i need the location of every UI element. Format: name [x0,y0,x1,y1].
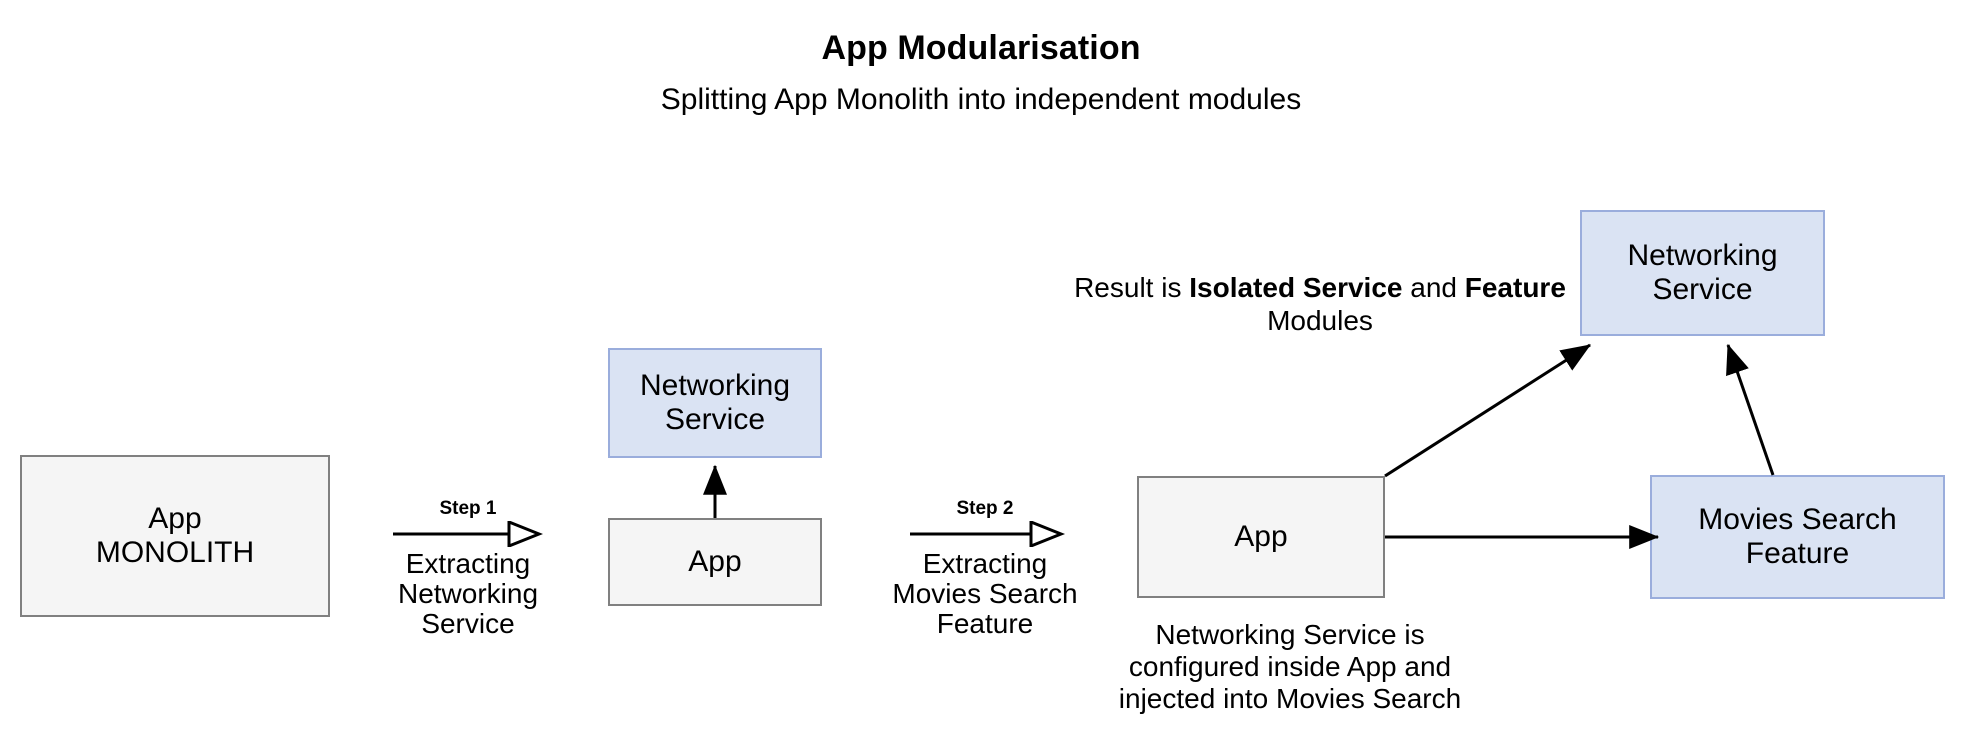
step-1-caption: Extracting Networking Service [397,548,539,639]
step-2-label: Step 2 [956,498,1014,519]
node-networking-service-right[interactable]: Networking Service [1580,210,1825,336]
node-movies-search-feature-label: Movies Search Feature [1698,503,1897,570]
node-app-mid[interactable]: App [608,518,822,606]
note-annotation: Networking Service is configured inside … [1118,619,1462,714]
node-networking-service-mid-label: Networking Service [639,369,791,436]
node-app-right-label: App [1234,520,1288,553]
step-1-group: Step 1 Extracting Networking Service [393,498,543,639]
node-app-right[interactable]: App [1137,476,1385,598]
node-app-monolith-label: App MONOLITH [95,502,255,569]
node-networking-service-mid[interactable]: Networking Service [608,348,822,458]
result-prefix: Result is [1074,272,1190,303]
step-2-arrow-icon [910,521,1066,547]
result-suffix: Modules [1267,305,1373,336]
connector-app-right-to-networking-right [1384,343,1592,478]
node-app-monolith[interactable]: App MONOLITH [20,455,330,617]
step-2-caption: Extracting Movies Search Feature [892,548,1078,639]
step-1-label: Step 1 [439,498,497,519]
result-bold-feature: Feature [1464,272,1566,303]
step-1-arrow-icon [393,521,543,547]
result-middle: and [1402,272,1465,303]
connector-movies-search-to-networking-right [1726,343,1775,476]
result-annotation: Result is Isolated Service and Feature M… [1060,271,1580,337]
result-bold-isolated-service: Isolated Service [1189,272,1403,303]
page-subtitle: Splitting App Monolith into independent … [660,83,1302,116]
page-title: App Modularisation [821,29,1141,67]
node-app-mid-label: App [688,545,742,578]
node-movies-search-feature[interactable]: Movies Search Feature [1650,475,1945,599]
node-networking-service-right-label: Networking Service [1627,239,1778,306]
step-2-group: Step 2 Extracting Movies Search Feature [875,498,1095,639]
